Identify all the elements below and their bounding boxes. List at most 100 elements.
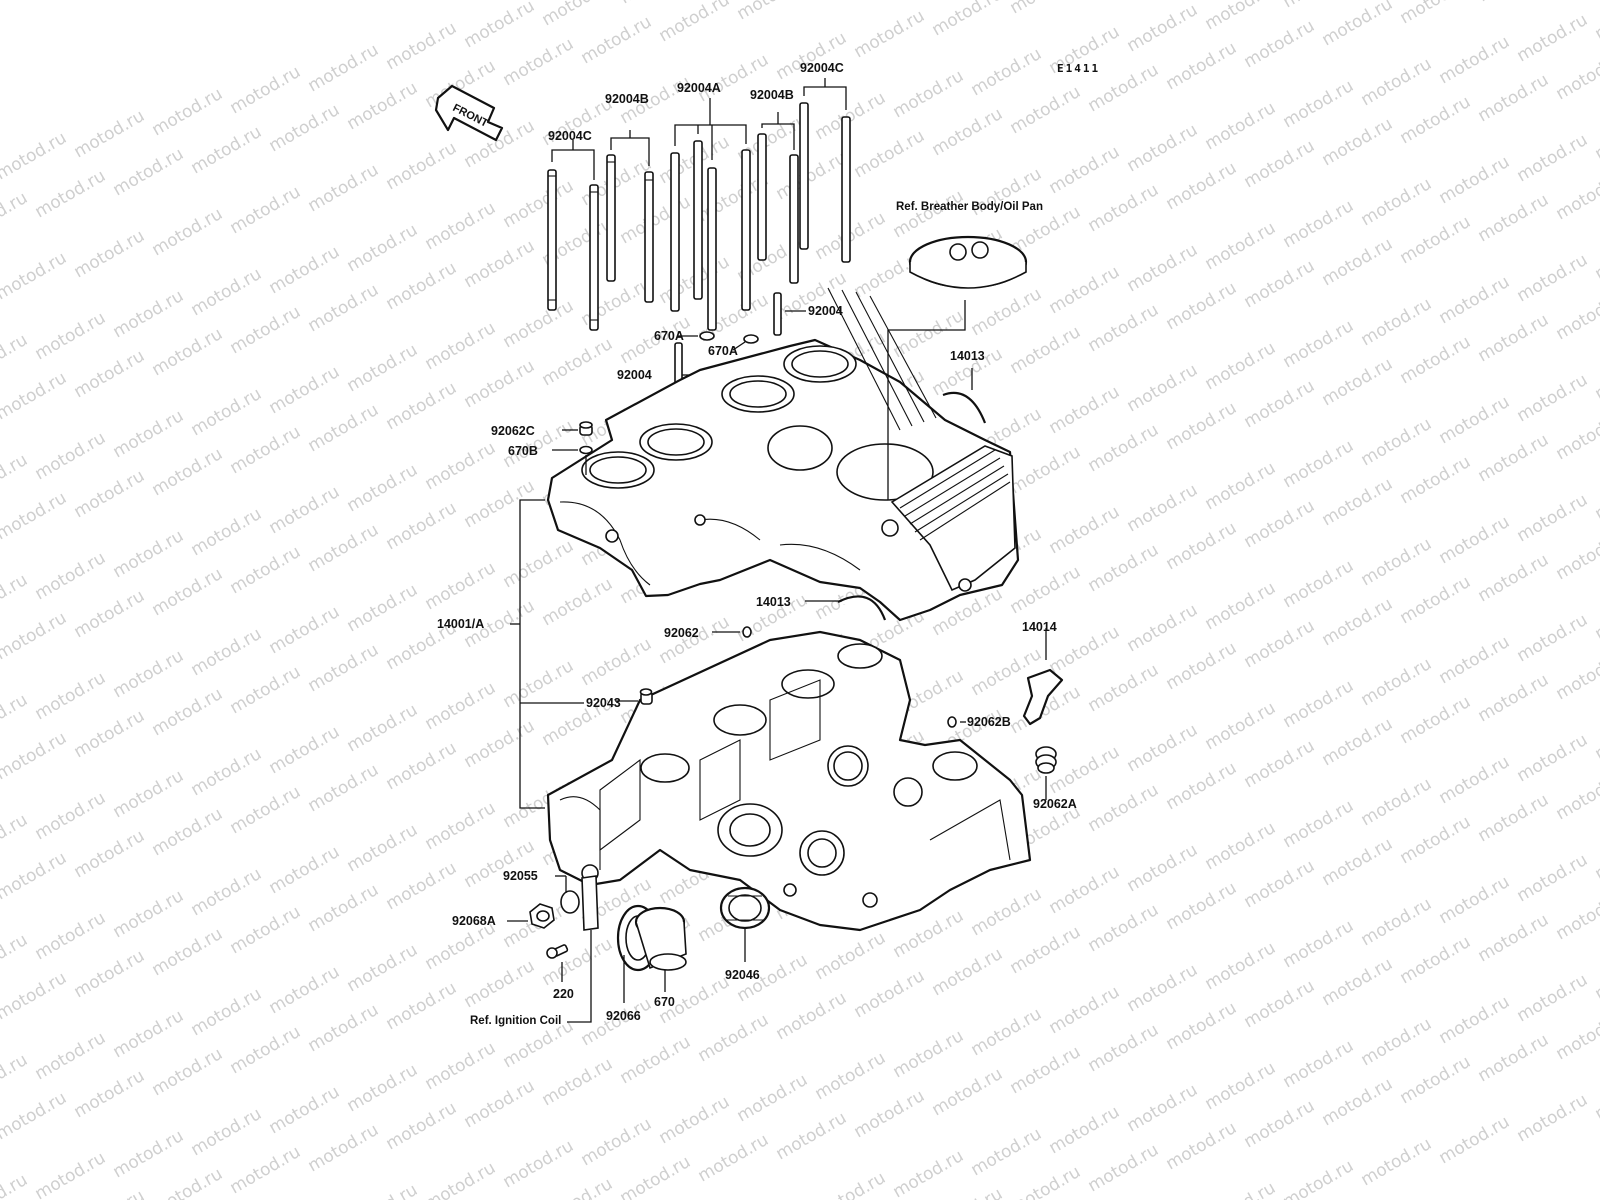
dowel-pin-92062 (742, 626, 752, 638)
watermark-text: motod.ru (968, 44, 1046, 100)
watermark-text: motod.ru (110, 766, 188, 822)
watermark-text: motod.ru (422, 678, 500, 734)
front-arrow-icon: FRONT (434, 84, 504, 142)
label-92004-left: 92004 (617, 368, 652, 382)
watermark-text: motod.ru (1436, 392, 1514, 448)
watermark-text: motod.ru (1280, 1156, 1358, 1200)
watermark-text: motod.ru (188, 864, 266, 920)
watermark-text: motod.ru (1241, 736, 1319, 792)
watermark-text: motod.ru (1475, 190, 1553, 246)
label-92004C-right: 92004C (800, 61, 844, 75)
watermark-text: motod.ru (32, 1148, 110, 1200)
watermark-text: motod.ru (1241, 496, 1319, 552)
label-14014: 14014 (1022, 620, 1057, 634)
watermark-text: motod.ru (1397, 332, 1475, 388)
watermark-text: motod.ru (1163, 518, 1241, 574)
watermark-text: motod.ru (578, 634, 656, 690)
watermark-text: motod.ru (1007, 82, 1085, 138)
watermark-text: motod.ru (1475, 1030, 1553, 1086)
o-ring-92055 (560, 890, 580, 914)
watermark-text: motod.ru (383, 258, 461, 314)
label-ref-breather: Ref. Breather Body/Oil Pan (896, 201, 1043, 213)
thrust-ring-14013-top (942, 391, 987, 424)
watermark-text: motod.ru (656, 1092, 734, 1148)
watermark-text: motod.ru (422, 198, 500, 254)
watermark-text: motod.ru (149, 1164, 227, 1200)
watermark-text: motod.ru (1163, 998, 1241, 1054)
watermark-text: motod.ru (1085, 660, 1163, 716)
washer-670B (579, 445, 593, 455)
dowel-92062B (947, 716, 957, 728)
plug-92043 (639, 688, 653, 705)
watermark-text: motod.ru (383, 858, 461, 914)
watermark-text: motod.ru (500, 1136, 578, 1192)
label-92062A: 92062A (1033, 797, 1077, 811)
ignition-coil-bracket (581, 875, 599, 931)
watermark-text: motod.ru (1475, 670, 1553, 726)
watermark-text: motod.ru (1475, 550, 1553, 606)
watermark-text: motod.ru (1241, 856, 1319, 912)
stud-group-92004B-right (757, 133, 799, 284)
watermark-text: motod.ru (1319, 834, 1397, 890)
watermark-text: motod.ru (1475, 430, 1553, 486)
stud-group-92004B-left (606, 154, 654, 303)
watermark-text: motod.ru (1163, 398, 1241, 454)
label-670B: 670B (508, 444, 538, 458)
watermark-text: motod.ru (0, 330, 31, 386)
watermark-text: motod.ru (1280, 916, 1358, 972)
watermark-text: motod.ru (1358, 1134, 1436, 1190)
watermark-text: motod.ru (32, 308, 110, 364)
watermark-text: motod.ru (0, 690, 31, 746)
label-92043: 92043 (586, 696, 621, 710)
watermark-text: motod.ru (110, 144, 188, 200)
watermark-text: motod.ru (1436, 632, 1514, 688)
watermark-text: motod.ru (266, 842, 344, 898)
watermark-text: motod.ru (1085, 780, 1163, 836)
watermark-text: motod.ru (110, 1126, 188, 1182)
watermark-text: motod.ru (383, 978, 461, 1034)
watermark-text: motod.ru (968, 1004, 1046, 1060)
watermark-text: motod.ru (812, 1048, 890, 1104)
watermark-text: motod.ru (32, 788, 110, 844)
watermark-text: motod.ru (266, 602, 344, 658)
watermark-text: motod.ru (188, 504, 266, 560)
watermark-text: motod.ru (1007, 442, 1085, 498)
watermark-text: motod.ru (1280, 196, 1358, 252)
watermark-text: motod.ru (1280, 796, 1358, 852)
watermark-text: motod.ru (1202, 1058, 1280, 1114)
watermark-text: motod.ru (851, 126, 929, 182)
watermark-text: motod.ru (1007, 562, 1085, 618)
watermark-text: motod.ru (1046, 982, 1124, 1038)
watermark-text: motod.ru (1397, 1052, 1475, 1108)
watermark-text: motod.ru (1475, 70, 1553, 126)
watermark-text: motod.ru (1319, 594, 1397, 650)
watermark-text: motod.ru (1280, 1036, 1358, 1092)
watermark-text: motod.ru (773, 988, 851, 1044)
watermark-text: motod.ru (1319, 354, 1397, 410)
watermark-text: motod.ru (812, 1168, 890, 1200)
watermark-text: motod.ru (383, 738, 461, 794)
watermark-text: motod.ru (149, 564, 227, 620)
watermark-text: motod.ru (851, 966, 929, 1022)
watermark-text: motod.ru (227, 302, 305, 358)
watermark-text: motod.ru (1202, 218, 1280, 274)
watermark-text: motod.ru (266, 242, 344, 298)
watermark-text: motod.ru (344, 460, 422, 516)
watermark-text: motod.ru (1007, 322, 1085, 378)
watermark-text: motod.ru (1436, 152, 1514, 208)
watermark-text: motod.ru (578, 274, 656, 330)
label-92004B-left: 92004B (605, 92, 649, 106)
watermark-text: motod.ru (1124, 360, 1202, 416)
label-ref-ignition: Ref. Ignition Coil (470, 1015, 561, 1027)
watermark-text: motod.ru (1202, 1178, 1280, 1200)
watermark-text: motod.ru (110, 1006, 188, 1062)
watermark-text: motod.ru (461, 236, 539, 292)
watermark-text: motod.ru (1514, 730, 1592, 786)
watermark-text: motod.ru (1202, 338, 1280, 394)
watermark-text: motod.ru (773, 1108, 851, 1164)
watermark-text: motod.ru (0, 188, 31, 244)
watermark-text: motod.ru (1085, 540, 1163, 596)
watermark-text: motod.ru (71, 706, 149, 762)
watermark-text: motod.ru (1046, 382, 1124, 438)
watermark-text: motod.ru (71, 226, 149, 282)
